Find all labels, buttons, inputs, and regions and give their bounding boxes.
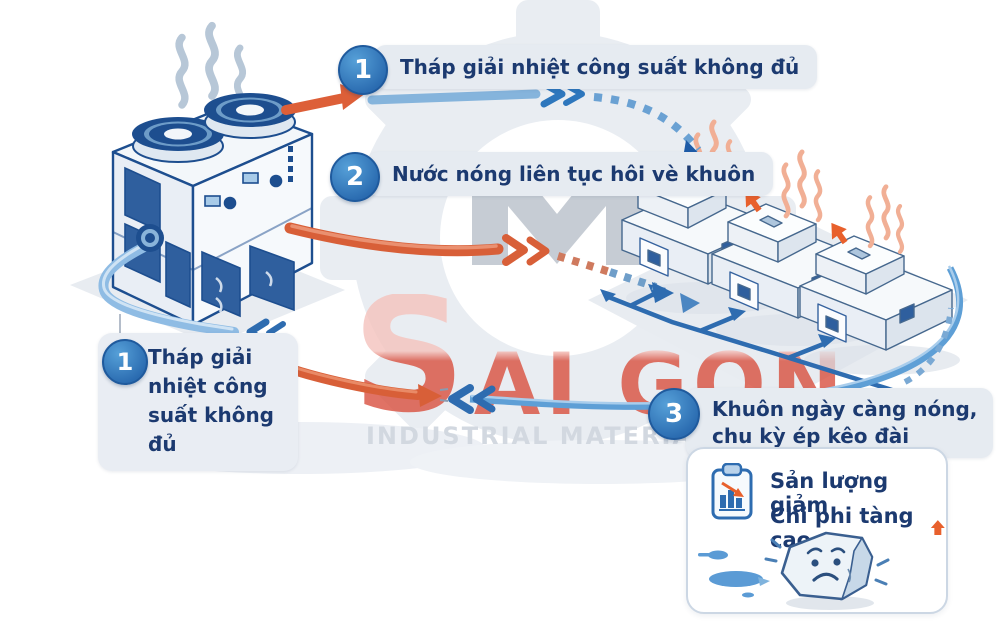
clipboard-declining-chart-icon <box>711 463 753 520</box>
callout-1-left: 1 Tháp giải nhiệt công suất không đủ <box>98 333 298 471</box>
callout-2: 2 Nước nóng liên tục hôi vè khuôn <box>330 152 774 202</box>
callout-1-left-text: Tháp giải nhiệt công suất không đủ <box>148 345 274 456</box>
callout-1-top: 1 Tháp giải nhiệt công suất không đủ <box>338 45 818 95</box>
callout-3: 3 Khuôn ngày càng nóng, chu kỳ ép kêo đà… <box>648 388 994 458</box>
cooling-tower-chiller-illustration <box>98 26 314 346</box>
number-badge-1: 1 <box>338 45 388 95</box>
up-arrow-icon <box>931 520 946 535</box>
melting-mold-scene <box>698 531 890 610</box>
fan-icon <box>204 93 296 139</box>
machine-feed-pipes <box>605 290 893 393</box>
melting-mold-block-icon <box>764 531 890 601</box>
result-line-1: Sản lượng giảm <box>770 469 889 517</box>
number-badge-2: 2 <box>330 152 380 202</box>
callout-3-line1: Khuôn ngày càng nóng, <box>712 397 978 421</box>
callout-3-line2: chu kỳ ép kêo đài <box>712 424 910 448</box>
results-panel: Sản lượng giảm Chi phi tàng cao <box>686 447 948 614</box>
callout-2-text: Nước nóng liên tục hôi vè khuôn <box>366 152 774 196</box>
flow-arrow-middle <box>284 222 700 313</box>
injection-molding-machines-illustration <box>600 122 960 393</box>
chiller-pipe <box>98 224 286 346</box>
water-puddle-icon <box>698 550 770 598</box>
callout-1-top-text: Tháp giải nhiệt công suất không đủ <box>374 45 818 89</box>
fan-icon <box>132 117 224 163</box>
result-line-2: Chi phi tàng cao <box>770 504 914 552</box>
number-badge-1: 1 <box>102 339 148 385</box>
number-badge-3: 3 <box>648 388 700 440</box>
